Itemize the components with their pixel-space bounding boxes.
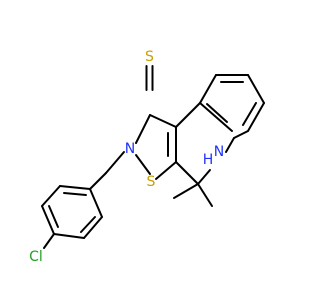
bond-c4-methyl-2: [197, 183, 213, 207]
bond-c7-c6: [247, 102, 265, 132]
bond-c8-c7: [247, 74, 265, 104]
bond-s3-c3a: [155, 161, 177, 180]
bond-n2-s3: [135, 154, 151, 175]
bond-c9b-c1: [149, 114, 177, 128]
bond-ar-5-6: [41, 185, 61, 207]
chlorine-label: Cl: [29, 249, 43, 265]
bonds: [41, 65, 265, 249]
bond-n2-ch2: [105, 151, 125, 174]
bond-ar-6-1-inner: [63, 192, 87, 196]
amine-hydrogen-label: H: [203, 152, 214, 168]
bond-ar-6-1: [59, 185, 91, 190]
bond-ar-2-3-inner: [80, 216, 96, 233]
bond-ar-4-5-inner: [48, 205, 59, 228]
bond-c1-n2: [135, 114, 151, 144]
bond-ar-3-4: [53, 233, 85, 239]
atom-labels: S N S N H Cl: [29, 49, 224, 265]
bond-c5a-c9a-inner: [206, 103, 228, 123]
bond-ch2-aryl: [89, 172, 107, 190]
bond-c6-c5a: [233, 130, 249, 139]
ring-sulfur-label: S: [147, 174, 156, 190]
molecule-canvas: S N S N H Cl: [29, 49, 265, 265]
bond-c3a-c4: [175, 161, 199, 185]
bond-ar-4-5: [41, 205, 55, 235]
bond-ar-cl: [43, 233, 55, 249]
thione-sulfur-label: S: [145, 49, 154, 65]
bond-ar-1-2: [89, 188, 103, 218]
bond-c4-nh: [197, 169, 211, 185]
ring-nitrogen-label: N: [125, 141, 135, 157]
bond-c7-c6-inner: [242, 102, 257, 126]
bond-ar-2-3: [83, 216, 103, 239]
bond-nh-c5a: [225, 137, 235, 153]
bond-c9a-c9: [199, 74, 217, 104]
amine-nitrogen-label: N: [214, 144, 224, 160]
bond-c4-methyl-1: [173, 183, 199, 199]
bond-c5a-c9a: [199, 102, 233, 132]
bond-c9b-c9a: [175, 102, 201, 128]
structure-diagram: S N S N H Cl: [29, 49, 265, 265]
